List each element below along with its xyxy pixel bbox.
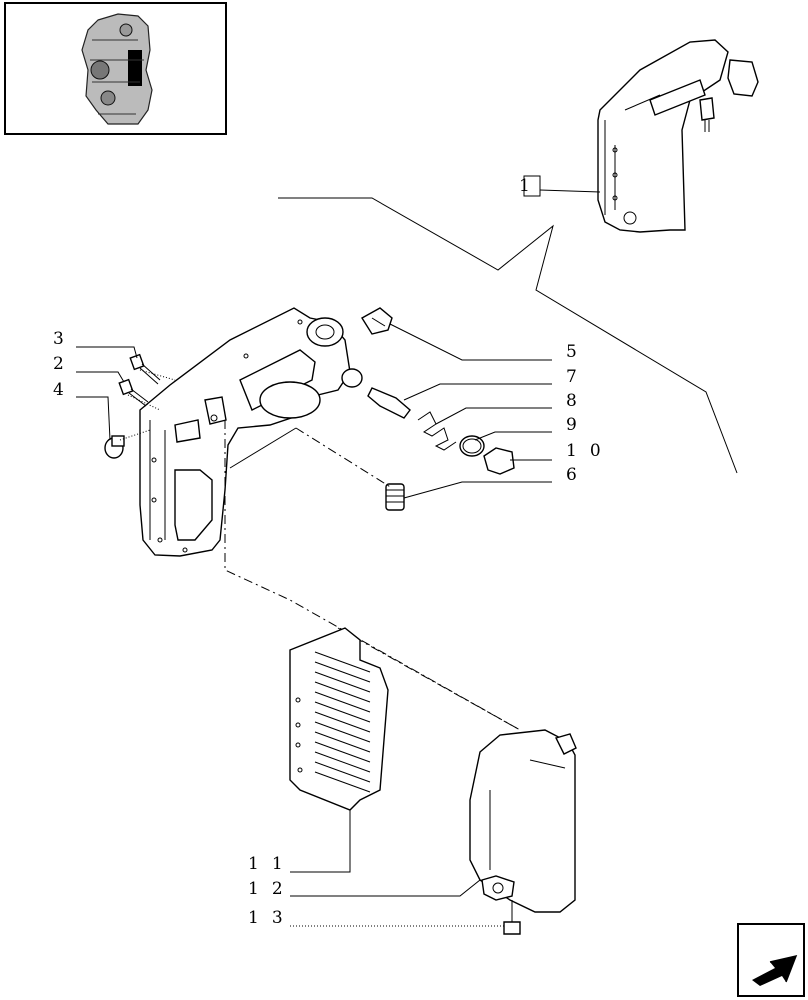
callout-13: 13 — [248, 908, 296, 928]
callout-7: 7 — [566, 367, 584, 387]
plug-5 — [361, 307, 393, 335]
o-ring-9 — [459, 435, 485, 457]
engine-thumbnail-icon[interactable] — [4, 2, 227, 135]
leader-top — [278, 197, 738, 474]
screw-3 — [129, 353, 161, 385]
oil-cooler-11 — [289, 627, 389, 811]
callout-5: 5 — [566, 342, 584, 362]
callout-2: 2 — [53, 354, 71, 374]
valve-7 — [367, 387, 411, 419]
callout-10: 10 — [566, 441, 614, 461]
spring-8 — [417, 411, 457, 451]
callout-9: 9 — [566, 415, 584, 435]
screw-2 — [118, 378, 149, 407]
arrow-back-icon[interactable] — [737, 923, 805, 997]
callout-1: 1 — [519, 176, 537, 196]
cooler-cover-12 — [469, 729, 577, 913]
callout-3: 3 — [53, 329, 71, 349]
callout-4: 4 — [53, 380, 71, 400]
callout-6: 6 — [566, 465, 584, 485]
reference-assembly — [523, 39, 759, 233]
callout-8: 8 — [566, 391, 584, 411]
callout-11: 11 — [248, 854, 296, 874]
screw-4 — [104, 435, 125, 459]
oil-filter-housing — [139, 307, 363, 557]
insert-6 — [385, 483, 405, 511]
callout-12: 12 — [248, 879, 296, 899]
screw-13 — [503, 900, 521, 935]
cap-10 — [483, 447, 515, 475]
